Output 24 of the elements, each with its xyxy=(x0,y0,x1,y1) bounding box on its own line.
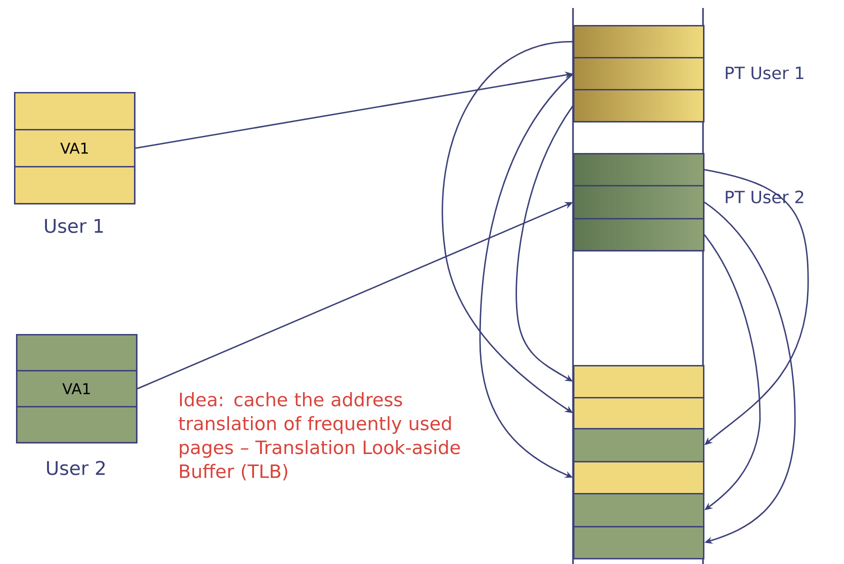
page-table-row xyxy=(573,57,704,90)
page-cell xyxy=(14,92,136,130)
page-cell xyxy=(16,334,138,372)
page-table-row xyxy=(573,185,704,220)
page-cell xyxy=(16,406,138,444)
memory-frame xyxy=(573,526,704,560)
page-table-row xyxy=(573,89,704,122)
page-table-row xyxy=(573,153,704,186)
memory-frame xyxy=(573,365,704,398)
node-label: User 2 xyxy=(47,460,105,476)
arrow xyxy=(479,73,574,478)
node-label: User 1 xyxy=(45,218,103,234)
note-text: Idea: cache the address translation of frequently used pages – Translation Look-aside Buffer (TLB) xyxy=(178,392,460,480)
page-cell xyxy=(14,166,136,204)
page-table-row xyxy=(573,218,704,252)
memory-frame xyxy=(573,397,704,430)
page-cell: VA1 xyxy=(16,370,138,408)
node-label: PT User 1 xyxy=(726,66,804,80)
memory-frame xyxy=(573,493,704,528)
page-table-row xyxy=(573,25,704,58)
memory-frame xyxy=(573,461,704,494)
arrow xyxy=(704,202,796,544)
memory-frame xyxy=(573,428,704,462)
page-cell: VA1 xyxy=(14,129,136,168)
